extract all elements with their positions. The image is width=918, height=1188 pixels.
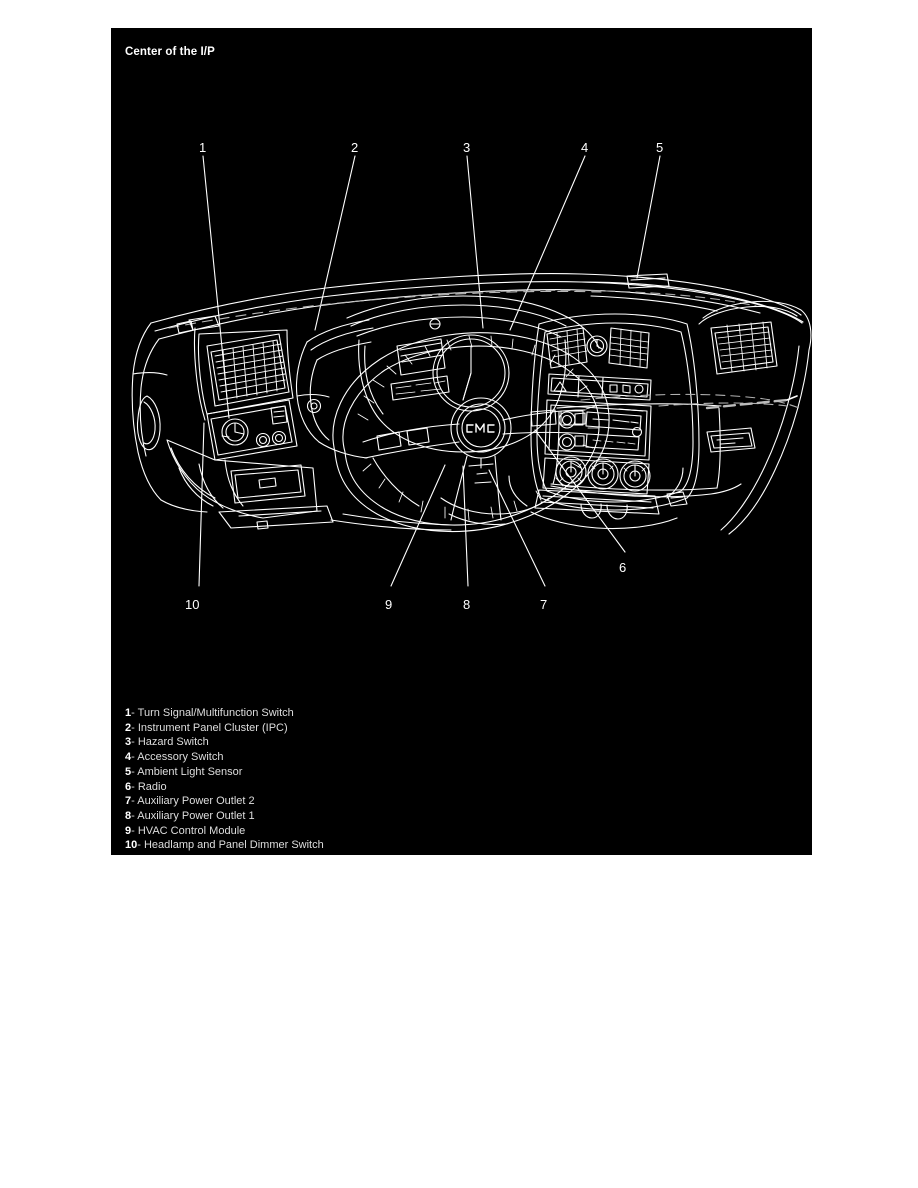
left-air-vent	[176, 315, 294, 421]
legend-item: 2- Instrument Panel Cluster (IPC)	[125, 721, 785, 736]
legend-item-dash: -	[131, 809, 135, 822]
figure-panel: Center of the I/P	[111, 28, 812, 855]
headlamp-dimmer-switch	[206, 399, 298, 461]
callout-3: 3	[463, 140, 471, 155]
legend-item: 7- Auxiliary Power Outlet 2	[125, 794, 785, 809]
legend-item: 5- Ambient Light Sensor	[125, 765, 785, 780]
legend-item-dash: -	[131, 751, 135, 764]
callout-9: 9	[385, 597, 393, 612]
center-air-vents	[546, 327, 650, 369]
legend-item: 8- Auxiliary Power Outlet 1	[125, 809, 785, 824]
instrument-panel-cluster	[346, 295, 600, 453]
legend-item-dash: -	[131, 721, 135, 734]
reference-dashed-line	[705, 395, 798, 410]
legend-item-number: 1	[125, 707, 132, 719]
legend-item-dash: -	[131, 795, 135, 808]
legend-item-dash: -	[131, 780, 135, 793]
callout-5: 5	[656, 140, 664, 155]
legend-item: 4- Accessory Switch	[125, 750, 785, 765]
legend-item-label: Radio	[137, 780, 167, 793]
callout-2: 2	[351, 140, 359, 155]
legend-item-number: 8	[125, 809, 132, 822]
lower-center-console	[508, 467, 684, 530]
passenger-side-dash	[550, 273, 812, 535]
instrument-panel-diagram	[131, 155, 812, 587]
legend-item-dash: -	[131, 736, 135, 749]
legend-item-dash: -	[131, 707, 135, 719]
steering-column-shroud	[295, 319, 374, 459]
legend-item-dash: -	[137, 839, 141, 852]
legend-item: 10- Headlamp and Panel Dimmer Switch	[125, 838, 785, 853]
dash-upper-pad	[150, 273, 803, 340]
legend-item-label: HVAC Control Module	[137, 824, 246, 837]
legend-item: 1- Turn Signal/Multifunction Switch	[125, 706, 785, 721]
callout-1: 1	[199, 140, 207, 155]
callout-6: 6	[619, 560, 627, 575]
legend-item-number: 2	[125, 721, 132, 734]
legend-item-number: 6	[125, 780, 132, 793]
legend-item-number: 9	[125, 824, 132, 837]
ip-bottom-edge	[330, 457, 454, 531]
legend-item-number: 7	[125, 795, 132, 808]
legend-item-label: Headlamp and Panel Dimmer Switch	[143, 839, 324, 852]
legend: 1- Turn Signal/Multifunction Switch 2- I…	[125, 706, 785, 853]
center-stack-bezel	[530, 313, 700, 511]
legend-item: 3- Hazard Switch	[125, 735, 785, 750]
legend-item: 6- Radio	[125, 780, 785, 795]
legend-item-dash: -	[131, 765, 135, 778]
callout-10: 10	[185, 597, 200, 612]
figure-title: Center of the I/P	[125, 46, 215, 58]
callout-4: 4	[581, 140, 589, 155]
legend-item-number: 10	[125, 839, 138, 852]
legend-item-label: Auxiliary Power Outlet 1	[137, 809, 255, 822]
legend-item-label: Accessory Switch	[137, 751, 224, 764]
left-end-trim	[131, 322, 208, 513]
legend-item-number: 3	[125, 736, 132, 749]
legend-item-number: 5	[125, 765, 132, 778]
legend-item-label: Ambient Light Sensor	[137, 765, 243, 778]
callout-8: 8	[463, 597, 471, 612]
legend-item-label: Turn Signal/Multifunction Switch	[137, 707, 294, 719]
callout-7: 7	[540, 597, 548, 612]
radio-head-unit	[544, 399, 652, 461]
switch-strip	[547, 373, 652, 401]
legend-item-label: Auxiliary Power Outlet 2	[137, 795, 255, 808]
lower-left-bolster	[166, 439, 334, 530]
legend-item: 9- HVAC Control Module	[125, 824, 785, 839]
legend-item-label: Hazard Switch	[137, 736, 209, 749]
hvac-control-module	[542, 456, 651, 495]
legend-item-number: 4	[125, 751, 132, 764]
legend-item-dash: -	[131, 824, 135, 837]
legend-item-label: Instrument Panel Cluster (IPC)	[137, 721, 288, 734]
